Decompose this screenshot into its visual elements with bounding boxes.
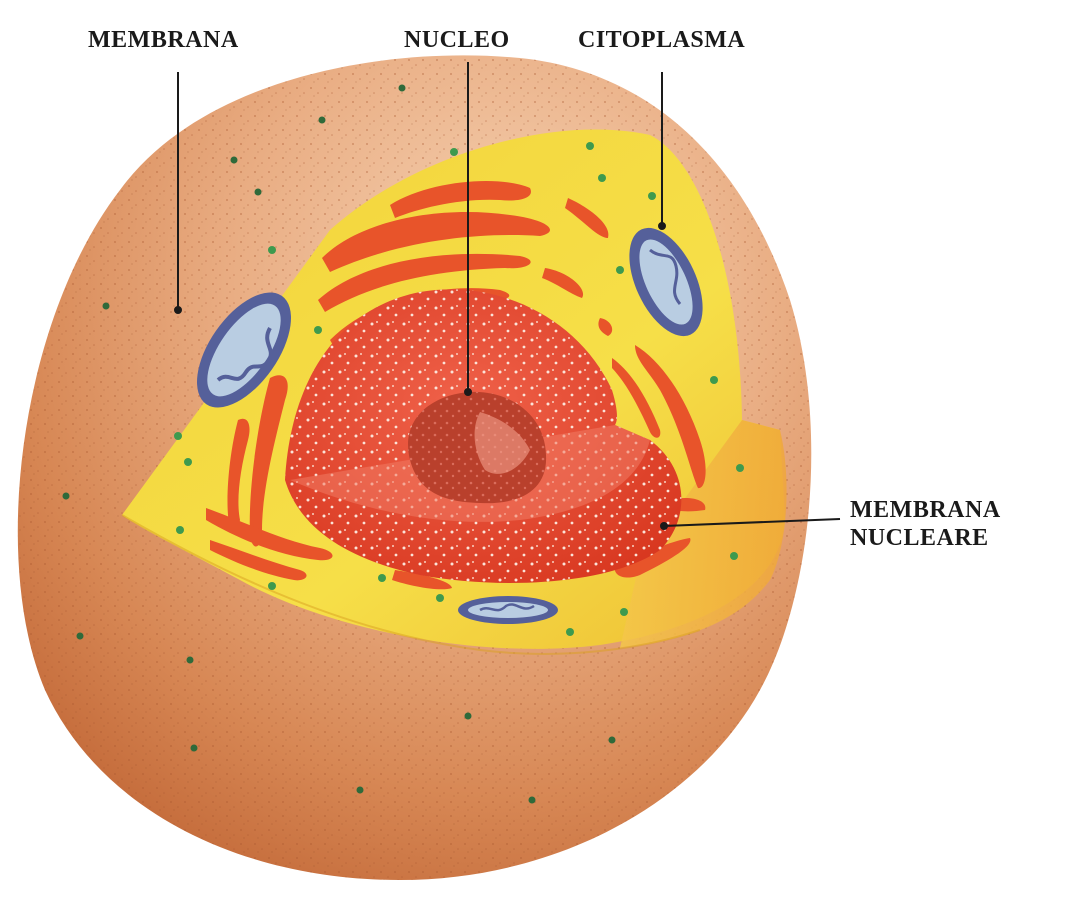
label-citoplasma: CITOPLASMA: [578, 27, 746, 53]
label-membrana-nucleare: MEMBRANA NUCLEARE: [850, 496, 1001, 552]
mitochondrion-left: [197, 292, 291, 408]
label-membrana-nucleare-line1: MEMBRANA: [850, 497, 1001, 523]
label-membrana-nucleare-line2: NUCLEARE: [850, 525, 989, 551]
leader-membrana-nucleare: [663, 518, 841, 527]
mitochondrion-right: [629, 227, 703, 337]
surface-granules: [62, 84, 616, 804]
label-membrana: MEMBRANA: [88, 27, 239, 53]
nucleolus: [408, 391, 547, 504]
cytoplasm-granules: [174, 142, 744, 636]
mitochondrion-bottom: [458, 596, 558, 624]
endoplasmic-reticulum: [206, 181, 706, 590]
label-nucleo: NUCLEO: [404, 27, 510, 53]
leader-lines: [174, 62, 841, 530]
